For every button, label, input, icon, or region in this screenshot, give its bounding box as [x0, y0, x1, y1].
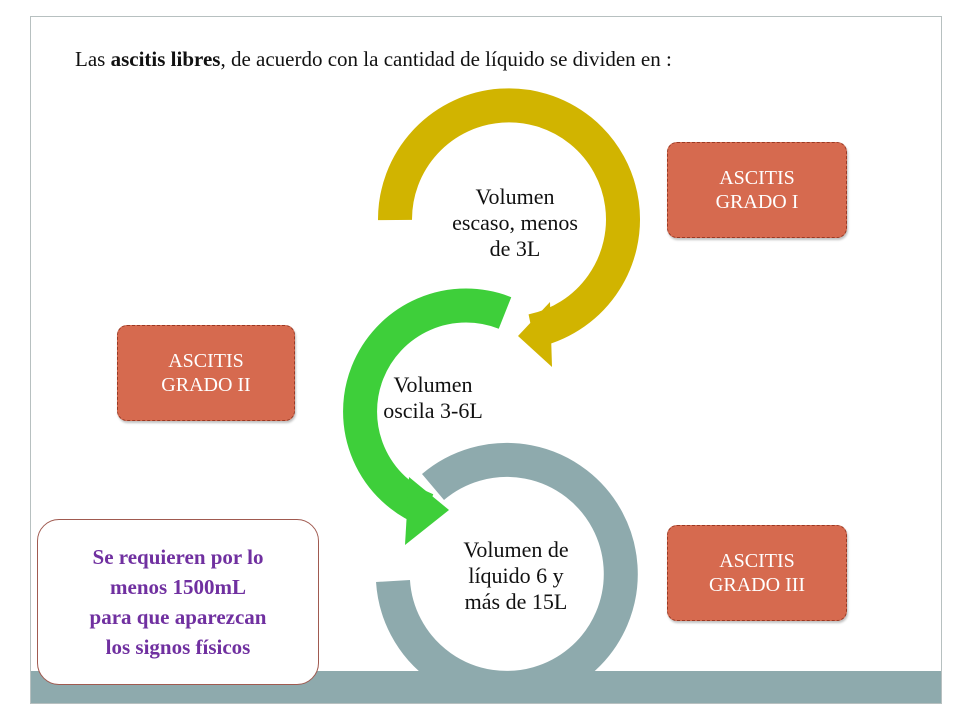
- step-2-line-1: Volumen: [393, 372, 473, 397]
- note-line-1: Se requieren por lo: [92, 545, 264, 569]
- grade-1-line-1: ASCITIS: [719, 167, 795, 189]
- note-box: Se requieren por lo menos 1500mL para qu…: [37, 519, 319, 685]
- cycle-arrow-2: [343, 288, 512, 526]
- step-3-line-3: más de 15L: [464, 589, 568, 614]
- note-line-4: los signos físicos: [105, 635, 251, 659]
- slide: Las ascitis libres, de acuerdo con la ca…: [30, 16, 942, 704]
- title-prefix: Las: [75, 47, 111, 71]
- grade-2-line-2: GRADO II: [161, 374, 251, 396]
- step-3-line-1: Volumen de: [463, 537, 569, 562]
- note-line-3: para que aparezcan: [89, 605, 267, 629]
- step-text-2: Volumen oscila 3-6L: [353, 372, 513, 424]
- grade-2-line-1: ASCITIS: [168, 350, 244, 372]
- grade-3-line-1: ASCITIS: [719, 550, 795, 572]
- step-3-line-2: líquido 6 y: [468, 563, 564, 588]
- cycle-diagram: [343, 88, 640, 703]
- step-text-1: Volumen escaso, menos de 3L: [425, 184, 605, 262]
- note-line-2: menos 1500mL: [110, 575, 246, 599]
- step-1-line-2: escaso, menos: [452, 210, 578, 235]
- slide-title: Las ascitis libres, de acuerdo con la ca…: [75, 47, 672, 72]
- grade-box-2: ASCITIS GRADO II: [117, 325, 295, 421]
- grade-box-3: ASCITIS GRADO III: [667, 525, 847, 621]
- step-1-line-1: Volumen: [475, 184, 555, 209]
- title-bold: ascitis libres: [110, 47, 221, 71]
- grade-box-1: ASCITIS GRADO I: [667, 142, 847, 238]
- step-text-3: Volumen de líquido 6 y más de 15L: [431, 537, 601, 615]
- grade-3-line-2: GRADO III: [708, 574, 806, 596]
- cycle-arrowhead-2: [405, 477, 449, 545]
- step-1-line-3: de 3L: [489, 236, 541, 261]
- cycle-arrowhead-1: [518, 302, 552, 367]
- grade-1-line-2: GRADO I: [715, 191, 799, 213]
- title-suffix: , de acuerdo con la cantidad de líquido …: [220, 47, 672, 71]
- step-2-line-2: oscila 3-6L: [383, 398, 483, 423]
- cycle-arrow-3: [376, 442, 638, 703]
- cycle-arrow-1: [377, 88, 640, 348]
